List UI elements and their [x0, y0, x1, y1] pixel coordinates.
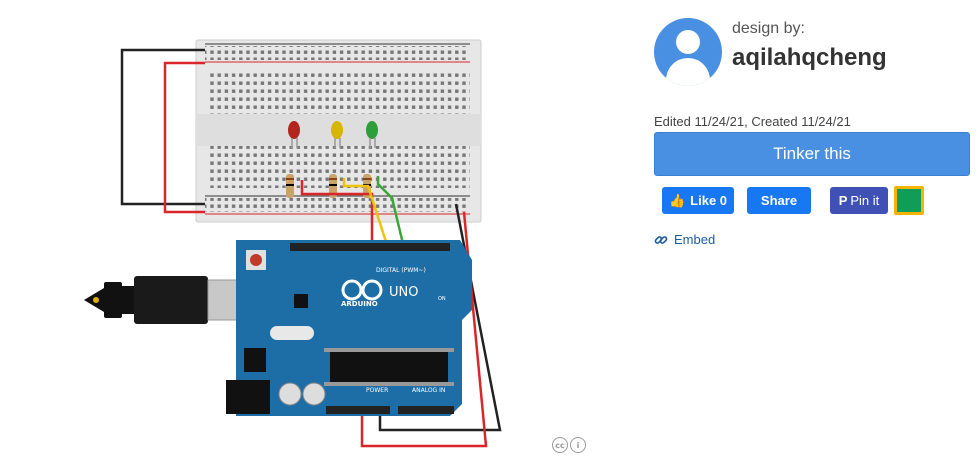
- facebook-share-button[interactable]: Share: [747, 187, 811, 214]
- tinker-this-button[interactable]: Tinker this: [654, 132, 970, 176]
- led-yellow[interactable]: [331, 121, 343, 148]
- link-icon: [654, 235, 668, 244]
- pinterest-pin-button[interactable]: P Pin it: [830, 187, 888, 214]
- user-avatar-icon[interactable]: [654, 18, 722, 86]
- edit-dates: Edited 11/24/21, Created 11/24/21: [654, 114, 851, 129]
- analog-label: ANALOG IN: [412, 387, 445, 394]
- led-green[interactable]: [366, 121, 378, 148]
- attribution-icon: i: [570, 437, 586, 453]
- led-red[interactable]: [288, 121, 300, 148]
- digital-label: DIGITAL (PWM~): [376, 267, 426, 274]
- thumbs-up-icon: 👍: [668, 192, 686, 208]
- author-name[interactable]: aqilahqcheng: [732, 44, 887, 71]
- arduino-brand: ARDUINO: [341, 300, 378, 308]
- wires[interactable]: [120, 48, 502, 448]
- power-label: POWER: [366, 387, 388, 394]
- facebook-like-button[interactable]: 👍 Like 0: [662, 187, 734, 214]
- uno-model: UNO: [389, 285, 418, 300]
- embed-label: Embed: [674, 232, 716, 247]
- on-label: ON: [438, 296, 446, 302]
- embed-link[interactable]: Embed: [654, 232, 715, 247]
- pinterest-icon: P: [838, 193, 848, 208]
- creative-commons-icon: cc i: [552, 437, 586, 453]
- like-label: Like 0: [690, 193, 728, 208]
- design-by-label: design by:: [732, 20, 805, 37]
- pin-label: Pin it: [850, 193, 880, 208]
- design-info-panel: design by: aqilahqcheng Edited 11/24/21,…: [640, 0, 980, 470]
- cc-icon: cc: [552, 437, 568, 453]
- arduino-uno-board[interactable]: DIGITAL (PWM~) ARDUINO UNO ON POWER ANAL…: [226, 240, 472, 416]
- circuit-canvas[interactable]: DIGITAL (PWM~) ARDUINO UNO ON POWER ANAL…: [0, 0, 640, 470]
- google-classroom-icon[interactable]: [894, 186, 924, 215]
